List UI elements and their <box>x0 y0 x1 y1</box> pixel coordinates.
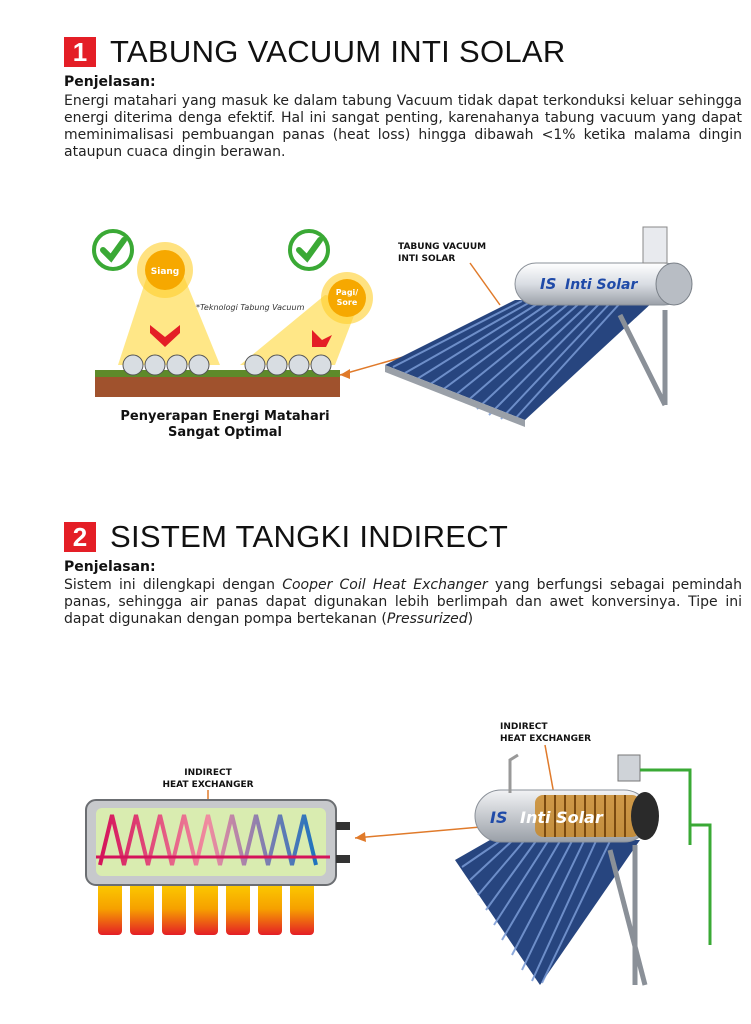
svg-text:Sore: Sore <box>337 298 358 307</box>
section1-number-badge: 1 <box>64 37 96 67</box>
tank-brand: IS <box>540 275 556 293</box>
caption-line1: Penyerapan Energi Matahari <box>120 409 329 424</box>
right-callout-line2: HEAT EXCHANGER <box>500 734 591 744</box>
section2-paragraph: Sistem ini dilengkapi dengan Cooper Coil… <box>64 577 742 627</box>
callout1-line1: TABUNG VACUUM <box>398 242 486 252</box>
sun-icon <box>321 272 373 324</box>
tech-note: *Teknologi Tabung Vacuum <box>196 303 305 312</box>
section2-heading: SISTEM TANGKI INDIRECT <box>110 519 509 554</box>
caption-line2: Sangat Optimal <box>168 425 282 440</box>
copper-coil <box>98 814 318 866</box>
left-callout-line2: HEAT EXCHANGER <box>162 780 253 790</box>
heat-fins <box>98 870 314 935</box>
check-icon <box>288 229 330 271</box>
sun1-label: Siang <box>151 267 180 277</box>
solar-panel-2 <box>455 840 648 986</box>
svg-text:Pagi/: Pagi/ <box>336 288 359 297</box>
tank-brand-name: Inti Solar <box>565 277 638 293</box>
right-callout-line1: INDIRECT <box>500 722 548 732</box>
water-tank <box>514 226 693 306</box>
section1-title: 1 TABUNG VACUUM INTI SOLAR <box>64 34 566 70</box>
tube-cross-sections <box>122 354 332 376</box>
callout1-line2: INTI SOLAR <box>398 254 455 264</box>
indirect-heat-exchanger-diagram: INDIRECT HEAT EXCHANGER INDIRECT HEAT EX… <box>85 722 712 986</box>
section2-title: 2 SISTEM TANGKI INDIRECT <box>64 519 508 555</box>
section2-label: Penjelasan: <box>64 559 156 575</box>
down-arrow-icon <box>150 325 180 347</box>
solar-panel <box>385 300 668 427</box>
vacuum-tube-diagram: Siang Pagi/ Sore *Teknologi Tabung Vacuu… <box>92 226 693 440</box>
tank2-brand-name: Inti Solar <box>520 808 604 827</box>
section1-heading: TABUNG VACUUM INTI SOLAR <box>110 34 566 69</box>
diagonal-arrow-icon <box>312 330 332 347</box>
light-beam-left <box>118 267 220 365</box>
sun-icon <box>137 242 193 298</box>
section1-paragraph: Energi matahari yang masuk ke dalam tabu… <box>64 93 742 160</box>
water-tank-2 <box>474 753 712 945</box>
section2-number-badge: 2 <box>64 522 96 552</box>
check-icon <box>92 229 134 271</box>
tank2-brand: IS <box>490 808 507 827</box>
soil-strip <box>95 375 340 397</box>
left-callout-line1: INDIRECT <box>184 768 232 778</box>
section1-label: Penjelasan: <box>64 74 156 90</box>
